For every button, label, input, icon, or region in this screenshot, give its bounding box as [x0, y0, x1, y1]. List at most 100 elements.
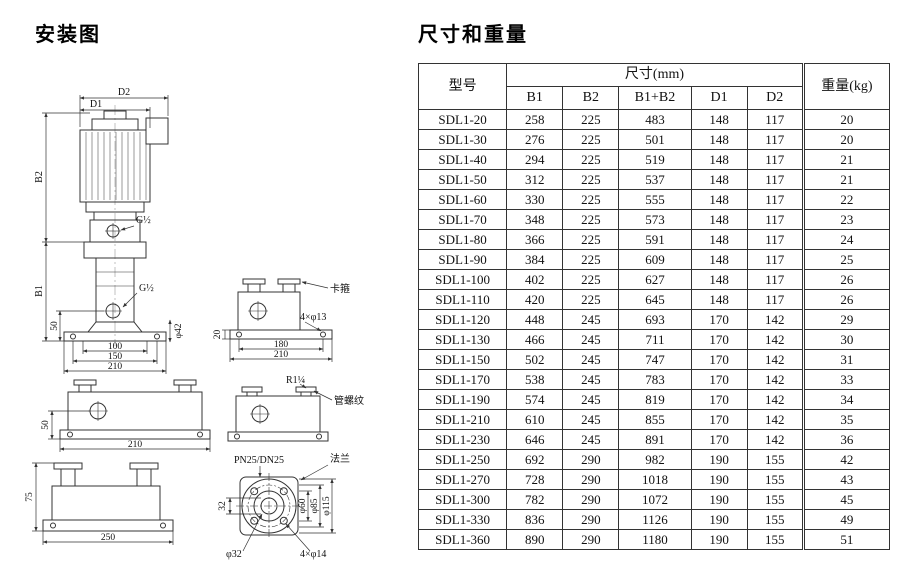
model-cell: SDL1-90 — [417, 249, 508, 270]
dimension-cell: 117 — [746, 269, 804, 290]
dimension-cell: 117 — [746, 129, 804, 150]
dimension-cell: 783 — [618, 369, 692, 390]
pump-front-dimensions: D2 D1 B2 B1 50 100 150 210 φ42 G½ G½ — [34, 87, 184, 374]
model-cell: SDL1-130 — [417, 329, 508, 350]
dimension-cell: 290 — [562, 509, 620, 530]
dimension-cell: 225 — [562, 109, 620, 130]
weight-cell: 33 — [801, 369, 891, 390]
size-weight-table-wrap: 型号 尺寸(mm) 重量(kg) B1 B2 B1+B2 D1 D2 SDL1-… — [417, 63, 891, 550]
dimension-cell: 245 — [562, 409, 620, 430]
label-b1: B1 — [34, 285, 45, 297]
weight-cell: 26 — [801, 289, 891, 310]
dimension-cell: 290 — [562, 449, 620, 470]
model-cell: SDL1-60 — [417, 189, 508, 210]
dimension-cell: 190 — [690, 489, 748, 510]
dimension-cell: 170 — [690, 389, 748, 410]
bottom-view-dimensions: 75 250 — [25, 462, 174, 545]
dimension-cell: 502 — [506, 349, 564, 370]
dimension-cell: 245 — [562, 349, 620, 370]
size-group-header: 尺寸(mm) — [506, 63, 804, 87]
label-d1: D1 — [90, 99, 102, 110]
label-holes-4x14: 4×φ14 — [300, 549, 326, 560]
dimension-cell: 402 — [506, 269, 564, 290]
dimension-cell: 573 — [618, 209, 692, 230]
dimension-cell: 466 — [506, 329, 564, 350]
dimension-cell: 190 — [690, 529, 748, 550]
label-dim-100: 100 — [108, 342, 123, 352]
dimension-cell: 170 — [690, 349, 748, 370]
label-dim-210-clamp: 210 — [274, 350, 289, 360]
dimension-cell: 225 — [562, 209, 620, 230]
dimension-cell: 645 — [618, 289, 692, 310]
dimension-cell: 225 — [562, 189, 620, 210]
dimension-cell: 190 — [690, 469, 748, 490]
label-dim-50-thread: 50 — [41, 420, 51, 430]
label-r-1-quarter: R1¼ — [286, 375, 306, 386]
installation-diagram-title: 安装图 — [35, 24, 101, 46]
dimension-cell: 890 — [506, 529, 564, 550]
dimension-cell: 117 — [746, 209, 804, 230]
model-cell: SDL1-190 — [417, 389, 508, 410]
dimension-cell: 1180 — [618, 529, 692, 550]
dimension-cell: 245 — [562, 309, 620, 330]
label-dim-50-main: 50 — [50, 321, 60, 331]
dimension-cell: 155 — [746, 529, 804, 550]
label-dim-75: 75 — [25, 492, 35, 502]
label-dim-210-thread: 210 — [128, 440, 143, 450]
pipe-thread-dimensions: R1¼ 管螺纹 — [286, 375, 364, 407]
model-cell: SDL1-270 — [417, 469, 508, 490]
weight-cell: 45 — [801, 489, 891, 510]
model-cell: SDL1-230 — [417, 429, 508, 450]
label-g-half-top: G½ — [136, 215, 151, 226]
label-phi-115: φ115 — [322, 496, 332, 516]
dimension-cell: 225 — [562, 269, 620, 290]
dimension-cell: 610 — [506, 409, 564, 430]
dimension-cell: 225 — [562, 169, 620, 190]
weight-cell: 51 — [801, 529, 891, 550]
dimension-cell: 420 — [506, 289, 564, 310]
model-column-header: 型号 — [417, 63, 508, 110]
dimension-cell: 225 — [562, 249, 620, 270]
dimension-cell: 142 — [746, 369, 804, 390]
label-flange: 法兰 — [330, 452, 350, 465]
weight-cell: 24 — [801, 229, 891, 250]
size-weight-table: 型号 尺寸(mm) 重量(kg) B1 B2 B1+B2 D1 D2 SDL1-… — [417, 63, 891, 550]
dimension-cell: 276 — [506, 129, 564, 150]
dimension-cell: 782 — [506, 489, 564, 510]
dimension-cell: 537 — [618, 169, 692, 190]
model-cell: SDL1-170 — [417, 369, 508, 390]
dimension-cell: 245 — [562, 369, 620, 390]
weight-cell: 26 — [801, 269, 891, 290]
weight-cell: 31 — [801, 349, 891, 370]
dimension-cell: 117 — [746, 249, 804, 270]
dimension-cell: 117 — [746, 289, 804, 310]
b1b2-column-header: B1+B2 — [618, 86, 692, 110]
label-dim-250: 250 — [101, 533, 116, 543]
weight-cell: 25 — [801, 249, 891, 270]
dimension-cell: 836 — [506, 509, 564, 530]
dimension-cell: 711 — [618, 329, 692, 350]
dimension-cell: 148 — [690, 269, 748, 290]
model-cell: SDL1-250 — [417, 449, 508, 470]
header-row-1: 型号 尺寸(mm) 重量(kg) — [417, 63, 891, 110]
size-weight-title: 尺寸和重量 — [418, 24, 528, 46]
clamp-view — [229, 278, 333, 340]
label-phi-42: φ42 — [174, 323, 184, 338]
base-view-dimensions: 50 210 — [41, 410, 211, 452]
weight-cell: 23 — [801, 209, 891, 230]
base-view — [59, 379, 211, 440]
label-dim-180: 180 — [274, 340, 289, 350]
b2-column-header: B2 — [562, 86, 620, 110]
dimension-cell: 148 — [690, 189, 748, 210]
